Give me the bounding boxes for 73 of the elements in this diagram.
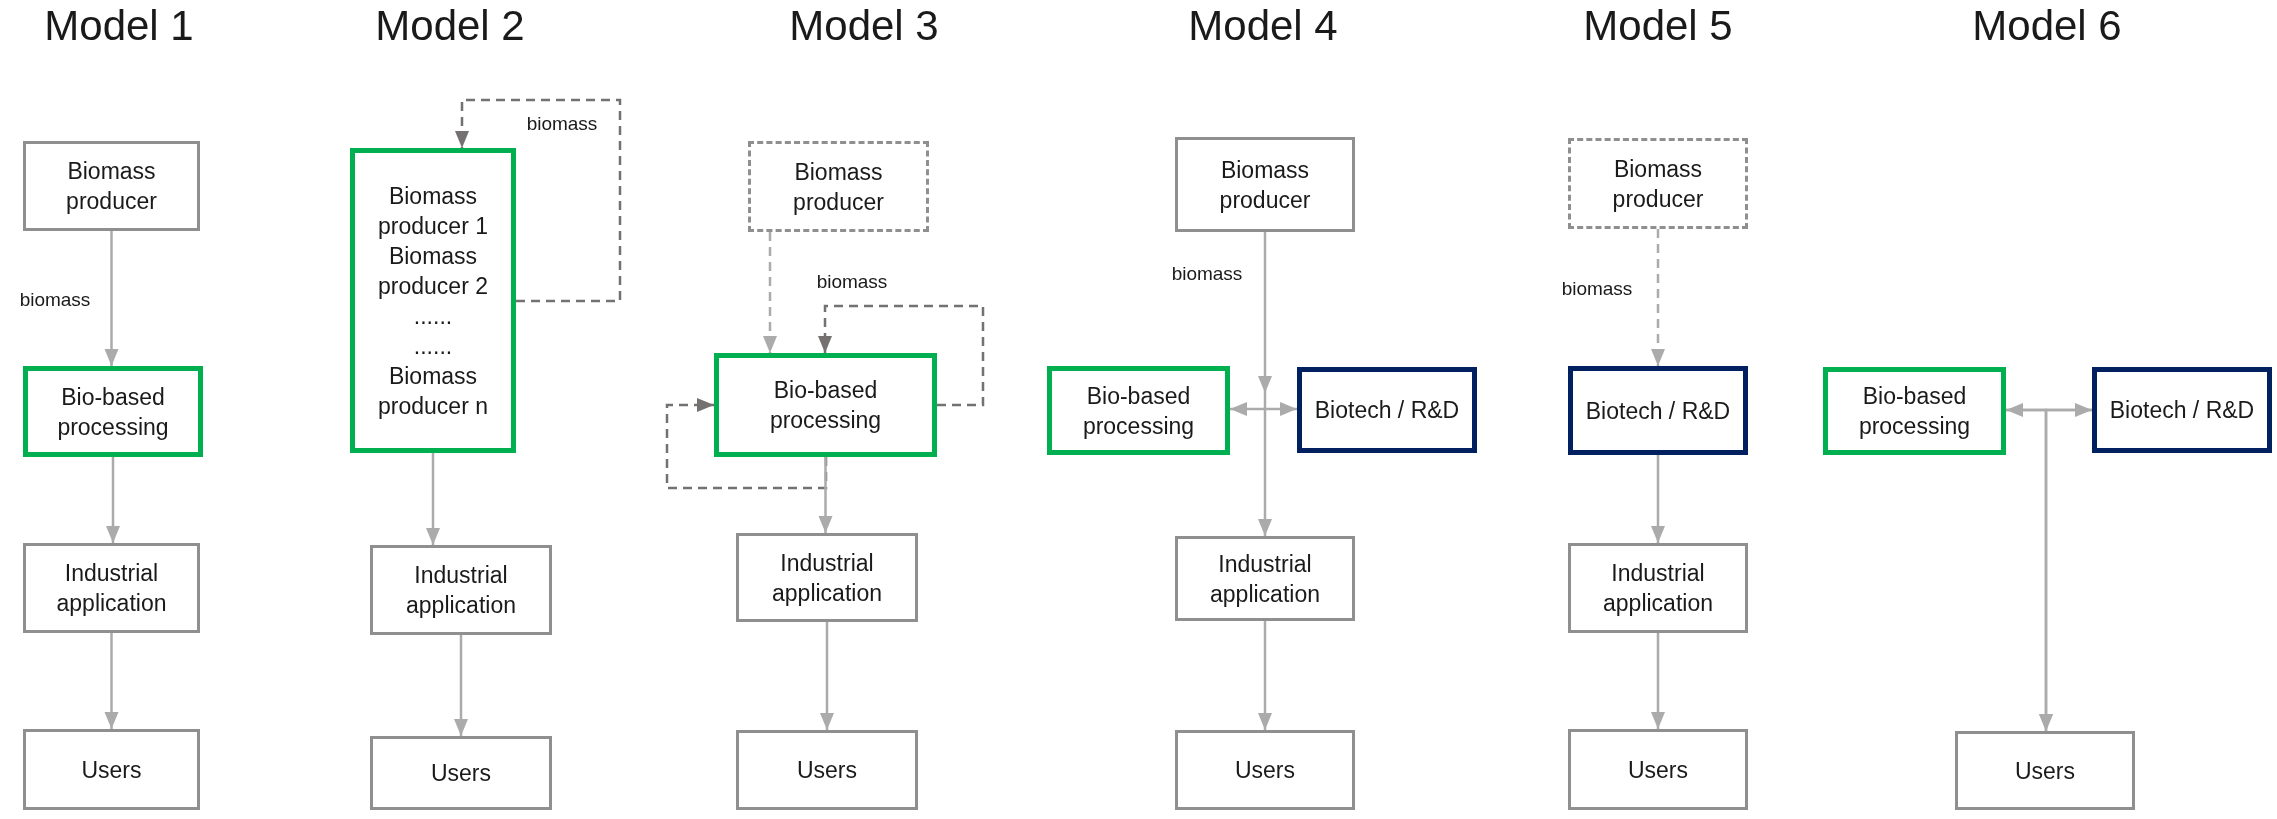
process-box — [370, 736, 552, 810]
process-box — [1568, 138, 1748, 229]
process-box — [23, 366, 203, 457]
process-box — [23, 141, 200, 231]
box-label: Users — [81, 755, 142, 785]
box-label: Biomass producer — [65, 157, 158, 216]
box-label: Industrial application — [55, 559, 168, 618]
box-label: Bio-based processing — [1081, 381, 1196, 441]
process-box — [1568, 729, 1748, 810]
box-label: Biomass producer — [1611, 154, 1705, 214]
process-box — [23, 543, 200, 633]
box-label: Biotech / R&D — [1314, 396, 1460, 425]
process-box — [1297, 367, 1477, 453]
arrow — [455, 98, 622, 303]
box-label: Biomass producer n — [377, 361, 489, 421]
box-label: Biotech / R&D — [2109, 396, 2255, 425]
box-label: Users — [2014, 756, 2076, 786]
process-box — [714, 353, 937, 457]
process-box — [1175, 137, 1355, 232]
box-label: ...... — [413, 331, 453, 361]
arrow — [104, 231, 119, 366]
box-label: ...... — [413, 301, 453, 331]
arrow — [1651, 633, 1665, 729]
box-label: Biomass producer — [1218, 155, 1312, 215]
process-box — [1175, 536, 1355, 621]
box-label: Biomass producer — [792, 157, 885, 217]
arrow — [106, 457, 120, 543]
arrow — [1651, 455, 1665, 543]
process-box — [350, 148, 516, 453]
process-box — [1823, 367, 2006, 455]
arrow — [1258, 621, 1272, 730]
model-heading: Model 6 — [1972, 2, 2122, 50]
model-heading: Model 3 — [789, 2, 939, 50]
arrow — [818, 457, 833, 533]
arrow — [820, 622, 834, 730]
arrow — [1230, 402, 1297, 416]
model-heading: Model 5 — [1583, 2, 1733, 50]
process-box — [370, 545, 552, 635]
process-box — [1568, 543, 1748, 633]
box-label: Industrial application — [1209, 549, 1321, 609]
box-label: Biotech / R&D — [1585, 396, 1731, 426]
box-label: Bio-based processing — [56, 382, 170, 442]
arrow — [426, 453, 440, 545]
process-box — [1568, 366, 1748, 455]
box-label: Bio-based processing — [768, 376, 883, 435]
arrow — [818, 304, 985, 407]
box-label: Users — [430, 759, 492, 788]
arrow — [2039, 408, 2092, 731]
arrow — [1258, 232, 1272, 536]
box-label: Users — [1627, 755, 1689, 785]
model-heading: Model 4 — [1188, 2, 1338, 50]
box-label: Biomass producer 2 — [377, 241, 489, 301]
box-label: Users — [1234, 756, 1296, 785]
process-box — [1047, 366, 1230, 455]
model-heading: Model 2 — [375, 2, 525, 50]
box-label: Industrial application — [771, 548, 883, 608]
model-heading: Model 1 — [44, 2, 194, 50]
arrow — [763, 232, 777, 353]
box-label: Industrial application — [405, 561, 517, 620]
process-box — [1175, 730, 1355, 810]
arrow — [454, 635, 468, 736]
arrow — [1651, 229, 1665, 366]
process-box — [2092, 367, 2272, 453]
box-label: Users — [796, 756, 858, 785]
box-label: Industrial application — [1602, 559, 1714, 618]
process-box — [736, 533, 918, 622]
process-box — [748, 141, 929, 232]
box-label: Biomass producer 1 — [377, 181, 489, 241]
arrow — [104, 633, 119, 729]
box-label: Bio-based processing — [1857, 382, 1972, 441]
process-box — [736, 730, 918, 810]
process-box — [1955, 731, 2135, 810]
process-box — [23, 729, 200, 810]
